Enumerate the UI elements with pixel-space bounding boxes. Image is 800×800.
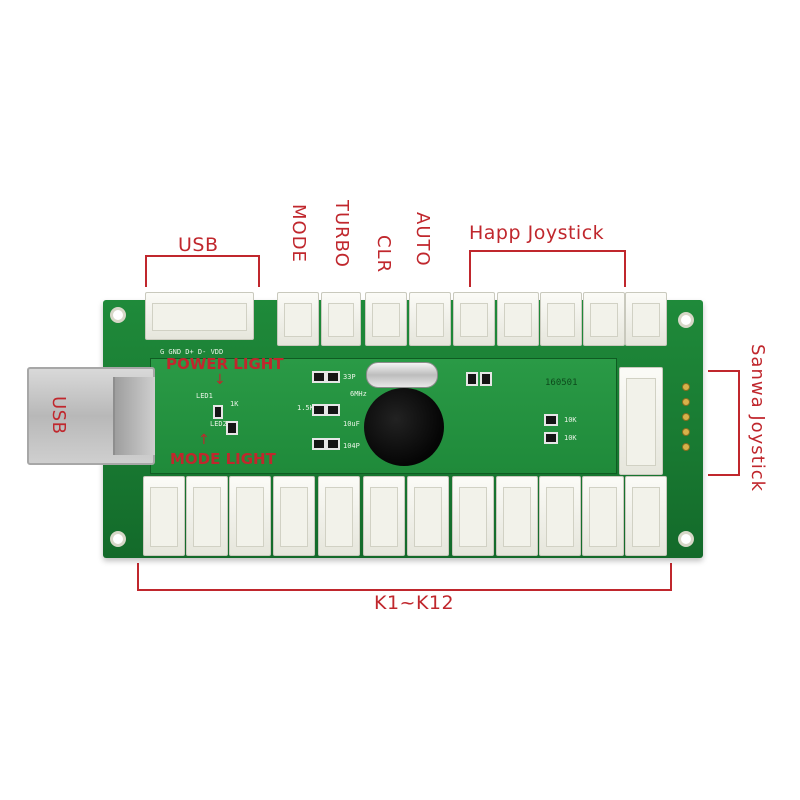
- key-connector-12: [625, 476, 667, 556]
- sanwa-pin-5: [682, 443, 690, 451]
- clr-label: CLR: [373, 235, 394, 274]
- mounting-hole-bottom-right: [678, 531, 694, 547]
- silk-led2: LED2: [210, 420, 227, 428]
- keys-label: K1~K12: [374, 592, 455, 614]
- mode-connector: [277, 292, 319, 346]
- key-connector-2: [186, 476, 228, 556]
- mode-label: MODE: [288, 204, 309, 263]
- key-connector-5: [318, 476, 360, 556]
- silk-1-5k: 1.5K: [297, 404, 314, 412]
- key-connector-1: [143, 476, 185, 556]
- turbo-connector: [321, 292, 361, 346]
- silk-104p: 104P: [343, 442, 360, 450]
- happ-joystick-label: Happ Joystick: [469, 222, 605, 244]
- key-connector-4: [273, 476, 315, 556]
- happ-connector-1: [453, 292, 495, 346]
- sanwa-connector: [619, 367, 663, 475]
- usb-b-port: [27, 367, 155, 465]
- happ-connector-4: [583, 292, 625, 346]
- power-light-arrow-icon: ↓: [214, 372, 226, 388]
- smd-capacitor-3: [312, 438, 326, 450]
- silk-led1: LED1: [196, 392, 213, 400]
- silk-33p: 33P: [343, 373, 356, 381]
- happ-connector-3: [540, 292, 582, 346]
- smd-resistor-2: [312, 404, 326, 416]
- smd-resistor-5: [544, 414, 558, 426]
- silk-usb-pins: G GND D+ D- VDD: [160, 348, 224, 356]
- controller-chip: [364, 388, 444, 466]
- power-light-label: POWER LIGHT: [166, 355, 284, 373]
- smd-led-2: [226, 421, 238, 435]
- silk-1k: 1K: [230, 400, 239, 408]
- key-connector-6: [363, 476, 405, 556]
- smd-capacitor-4: [326, 438, 340, 450]
- crystal-oscillator: [366, 362, 438, 388]
- key-connector-9: [496, 476, 538, 556]
- silk-10k-b: 10K: [564, 434, 577, 442]
- usb-header-connector: [145, 292, 254, 340]
- key-connector-8: [452, 476, 494, 556]
- mounting-hole-top-right: [678, 312, 694, 328]
- sanwa-joystick-bracket: [708, 370, 740, 476]
- mounting-hole-bottom-left: [110, 531, 126, 547]
- clr-connector: [365, 292, 407, 346]
- turbo-label: TURBO: [331, 200, 352, 268]
- smd-capacitor-1: [326, 371, 340, 383]
- sanwa-pin-4: [682, 428, 690, 436]
- happ-connector-2: [497, 292, 539, 346]
- key-connector-11: [582, 476, 624, 556]
- keys-bracket: [137, 563, 672, 591]
- key-connector-3: [229, 476, 271, 556]
- smd-resistor-4: [480, 372, 492, 386]
- happ-connector-5: [625, 292, 667, 346]
- sanwa-pin-2: [682, 398, 690, 406]
- silk-10k-a: 10K: [564, 416, 577, 424]
- silk-board-id: 160501: [545, 378, 578, 388]
- mode-light-label: MODE LIGHT: [170, 450, 276, 468]
- smd-resistor-3: [466, 372, 478, 386]
- smd-led-1: [213, 405, 223, 419]
- mounting-hole-top-left: [110, 307, 126, 323]
- silk-10uf: 10uF: [343, 420, 360, 428]
- mode-light-arrow-icon: ↑: [198, 432, 210, 448]
- sanwa-pin-1: [682, 383, 690, 391]
- sanwa-joystick-label: Sanwa Joystick: [747, 344, 768, 493]
- smd-resistor-1: [312, 371, 326, 383]
- usb-header-label: USB: [178, 234, 219, 256]
- key-connector-7: [407, 476, 449, 556]
- usb-header-bracket: [145, 255, 260, 287]
- silk-6mhz: 6MHz: [350, 390, 367, 398]
- happ-joystick-bracket: [469, 250, 626, 287]
- smd-resistor-6: [544, 432, 558, 444]
- sanwa-pin-3: [682, 413, 690, 421]
- usb-port-label: USB: [48, 396, 69, 435]
- key-connector-10: [539, 476, 581, 556]
- auto-label: AUTO: [412, 212, 433, 267]
- smd-capacitor-2: [326, 404, 340, 416]
- auto-connector: [409, 292, 451, 346]
